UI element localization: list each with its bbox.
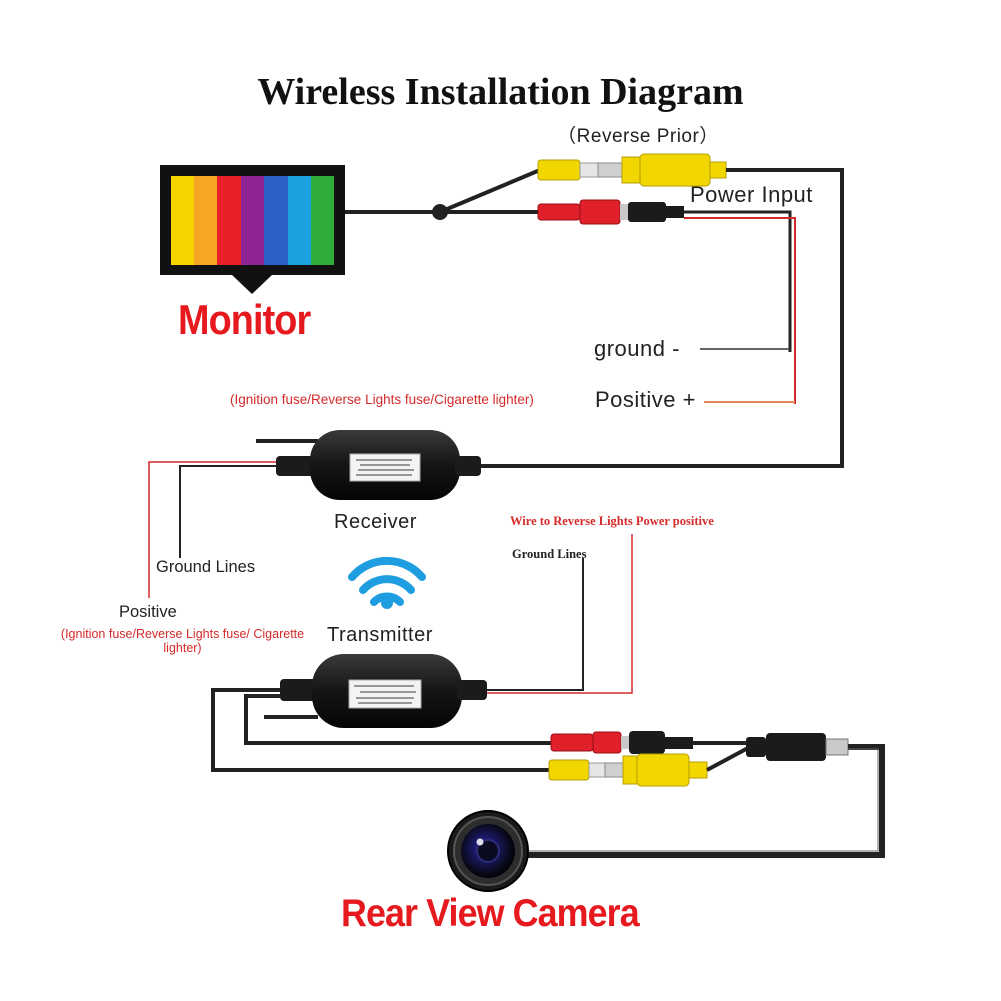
diagram-title: Wireless Installation Diagram (257, 71, 744, 113)
receiver-ground-lines-label: Ground Lines (156, 558, 256, 576)
monitor-bar (311, 176, 334, 265)
transmitter-video-loop-inner (244, 694, 553, 745)
video-rca-connector-top (537, 153, 727, 187)
rear-view-camera (447, 810, 529, 892)
ground-minus-label: ground - (594, 336, 680, 361)
reverse-prior-label: （Reverse Prior） (557, 126, 719, 147)
reverse-lights-wire-label: Wire to Reverse Lights Power positive (510, 514, 714, 528)
receiver-label: Receiver (334, 511, 417, 533)
camera-cable-plug (746, 733, 849, 761)
transmitter-ground-wire (487, 558, 584, 691)
receiver-sticker (349, 453, 421, 482)
transmitter-unit (264, 654, 487, 728)
power-wire-black (684, 210, 792, 352)
rear-view-camera-label: Rear View Camera (341, 892, 640, 935)
monitor-fuse-note: (Ignition fuse/Reverse Lights fuse/Cigar… (230, 392, 534, 407)
camera-video-rca-connector (548, 753, 708, 787)
transmitter-label: Transmitter (327, 624, 433, 646)
transmitter-sticker (348, 679, 422, 709)
monitor-bar (241, 176, 264, 265)
wifi-icon (348, 556, 426, 609)
cable-junction (432, 204, 448, 220)
transmitter-video-loop-outer (211, 688, 553, 772)
monitor-bar (171, 176, 194, 265)
camera-power-connector (550, 731, 693, 754)
receiver-positive-wire (148, 461, 276, 598)
monitor-bar (264, 176, 288, 265)
monitor-bar (194, 176, 217, 265)
receiver-positive-label: Positive (119, 603, 177, 621)
monitor-bar (288, 176, 311, 265)
receiver-unit (256, 430, 481, 500)
power-input-label: Power Input (690, 182, 813, 207)
positive-plus-label: Positive + (595, 387, 696, 412)
camera-cable-inner (522, 748, 879, 852)
camera-cable-merge (693, 741, 749, 772)
power-wire-red (684, 217, 796, 404)
monitor-color-bars (171, 176, 334, 265)
power-connector (537, 199, 684, 225)
monitor-label: Monitor (178, 296, 311, 343)
receiver-fuse-note: (Ignition fuse/Reverse Lights fuse/ Ciga… (60, 627, 305, 655)
monitor-cable (345, 168, 541, 214)
transmitter-positive-wire (487, 534, 633, 694)
camera-cable (522, 744, 885, 858)
monitor-stand (232, 275, 272, 294)
transmitter-ground-lines-label: Ground Lines (512, 547, 587, 561)
monitor-bar (217, 176, 241, 265)
video-cable-monitor (480, 168, 844, 468)
monitor (160, 165, 345, 294)
receiver-ground-wire (179, 465, 276, 558)
